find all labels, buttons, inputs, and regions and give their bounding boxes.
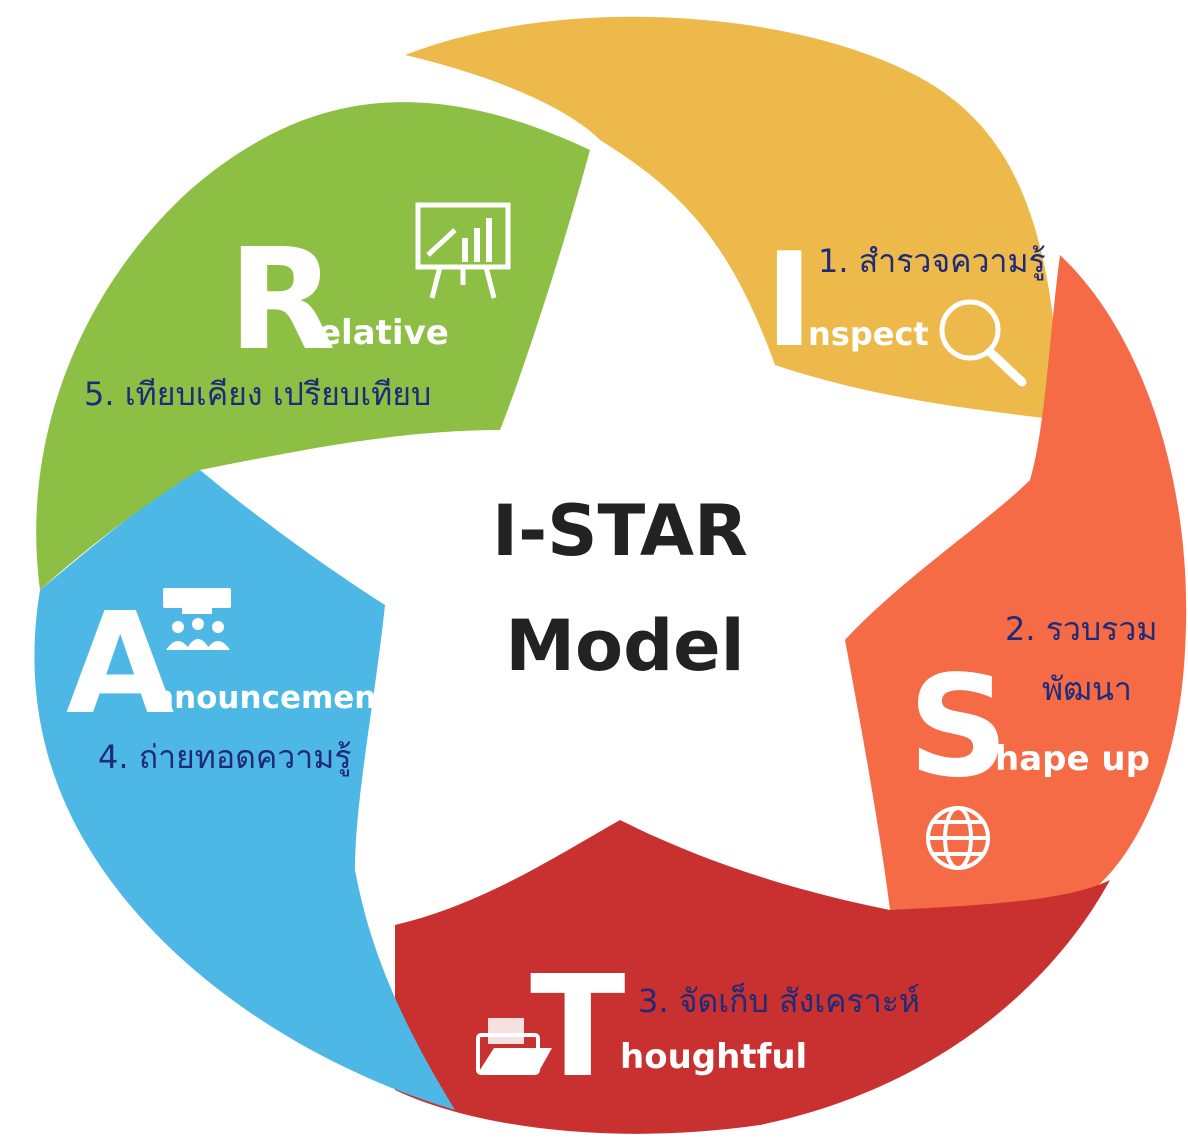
word-shape-up: hape up: [995, 739, 1150, 779]
magnifier-icon: [939, 299, 1027, 387]
globe-icon: [926, 806, 990, 870]
thai-shape-up-line1: 2. รวบรวม: [1005, 610, 1157, 648]
center-title-line1: I-STAR: [492, 490, 748, 572]
center-title-line2: Model: [505, 605, 744, 687]
folder-icon: [476, 1018, 552, 1075]
segment-relative: [36, 102, 590, 590]
letter-i: I: [765, 224, 813, 376]
letter-a: A: [66, 583, 174, 746]
thai-relative: 5. เทียบเคียง เปรียบเทียบ: [84, 375, 431, 413]
thai-thoughtful: 3. จัดเก็บ สังเคราะห์: [638, 982, 920, 1020]
segment-inspect: [405, 16, 1060, 421]
word-inspect: nspect: [808, 315, 929, 353]
word-relative: elative: [318, 313, 449, 353]
word-announcement: nnouncement: [152, 680, 391, 716]
thai-announcement: 4. ถ่ายทอดความรู้: [98, 738, 352, 777]
segment-thoughtful: [395, 820, 1110, 1134]
thai-shape-up-line2: พัฒนา: [1042, 670, 1132, 708]
audience-icon: [163, 588, 231, 650]
word-thoughtful: houghtful: [620, 1037, 807, 1077]
segment-shape-up: [845, 255, 1187, 910]
thai-inspect: 1. สำรวจความรู้: [818, 242, 1046, 281]
letter-r: R: [228, 219, 336, 382]
letter-s: S: [908, 646, 1009, 809]
letter-t: T: [530, 946, 626, 1109]
segment-announcement: [34, 470, 456, 1110]
presentation-chart-icon: [415, 202, 511, 299]
